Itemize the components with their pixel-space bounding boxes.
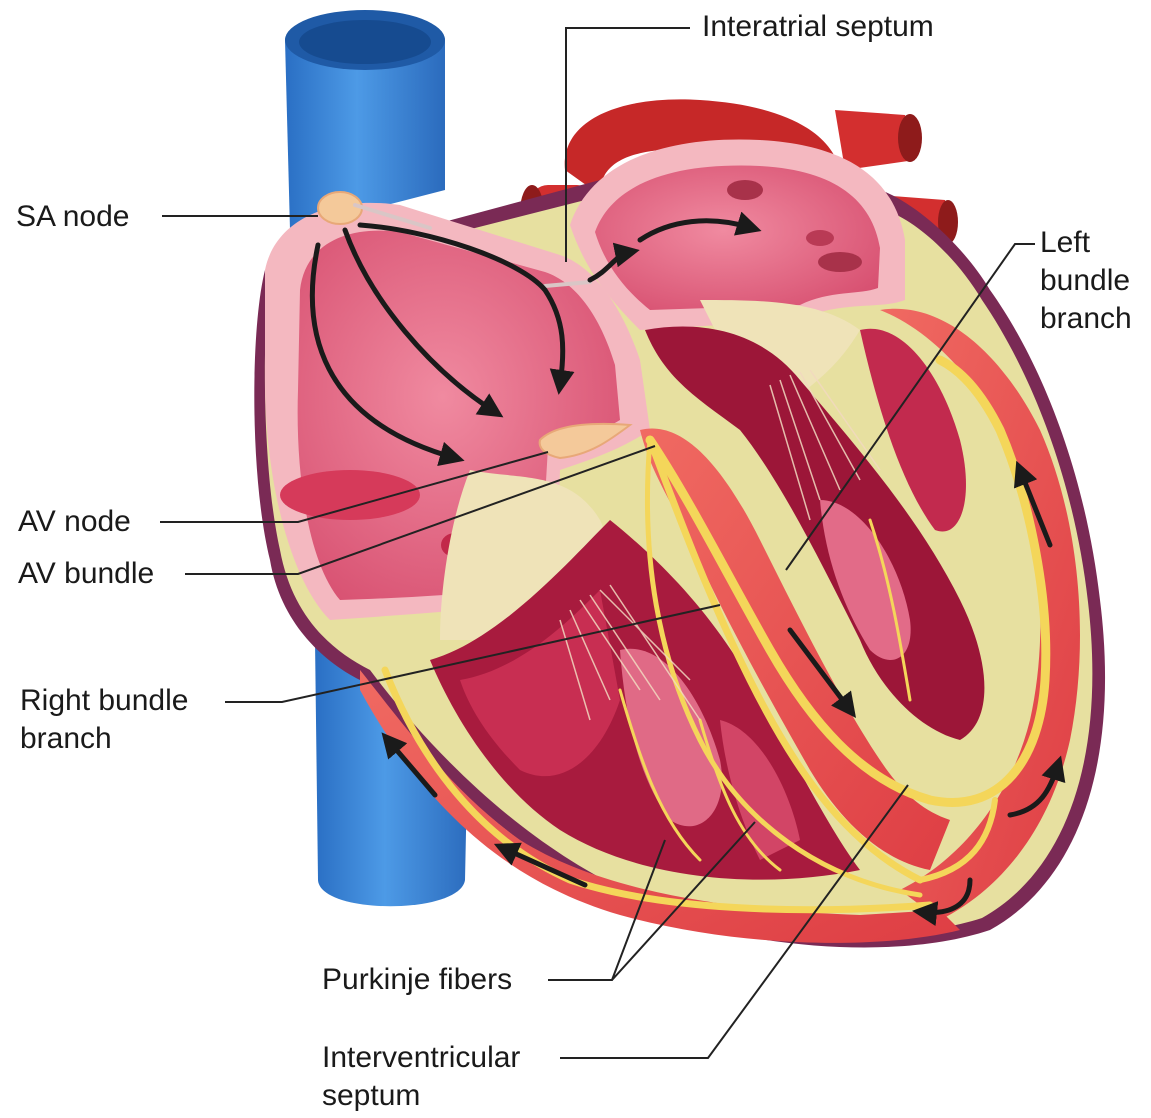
label-av-node: AV node xyxy=(18,503,131,541)
coronary-sinus-opening xyxy=(280,470,420,520)
label-interatrial-septum: Interatrial septum xyxy=(702,8,934,46)
label-interventricular-septum: Interventricular septum xyxy=(322,1039,520,1115)
label-left-bundle-branch: Left bundle branch xyxy=(1040,224,1132,338)
label-purkinje-fibers: Purkinje fibers xyxy=(322,961,512,999)
sa-node xyxy=(318,192,362,224)
superior-vena-cava xyxy=(285,10,445,230)
label-right-bundle-branch: Right bundle branch xyxy=(20,682,188,758)
label-av-bundle: AV bundle xyxy=(18,555,154,593)
label-sa-node: SA node xyxy=(16,198,129,236)
